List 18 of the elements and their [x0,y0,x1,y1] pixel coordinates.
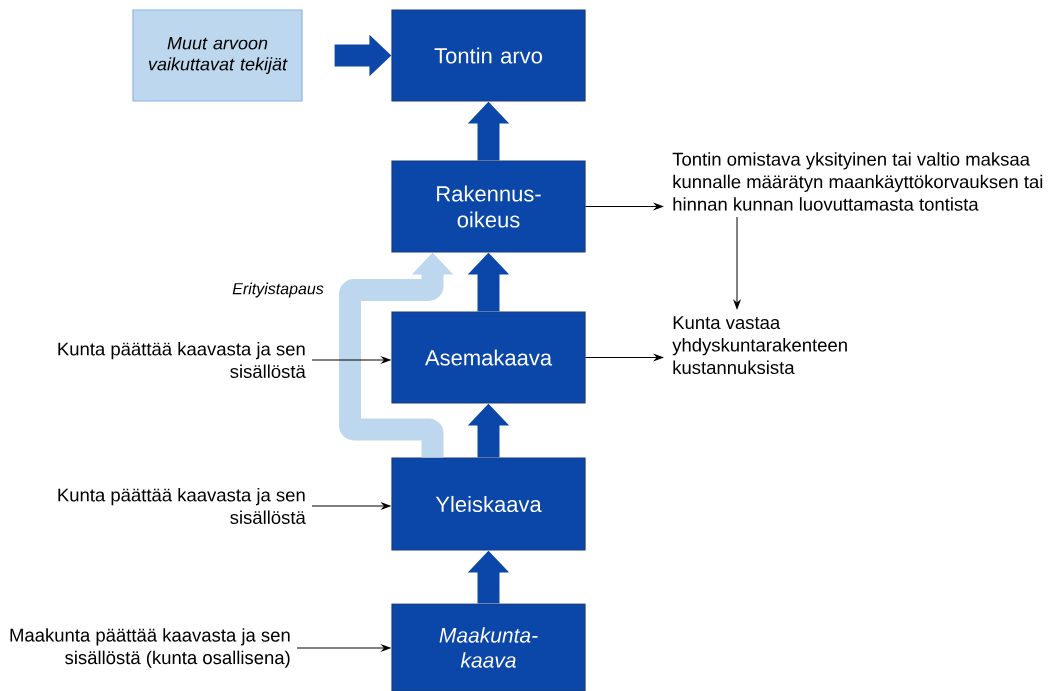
annotation-text: Tontin omistava yksityinen tai valtio maksaa kunnalle määrätyn maankäyttökorvauksen tai hinnan kunnan luovuttamasta tontista [672,152,1043,211]
process-box: Yleiskaava [391,457,586,551]
arrow [733,216,741,310]
process-box: Rakennus- oikeus [391,160,586,253]
arrow [311,356,391,364]
arrow [585,203,664,210]
annotation-text: Kunta päättää kaavasta ja sen sisällöstä [58,341,306,379]
arrow [296,644,391,652]
process-box: Muut arvoon vaikuttavat tekijät [132,9,303,102]
annotation-text: Kunta päättää kaavasta ja sen sisällöstä [58,487,306,525]
annotation-text: Maakunta päättää kaavasta ja sen sisällöstä (kunta osallisena) [10,628,290,668]
annotation-text: Kunta vastaa yhdyskuntarakenteen kustannuksista [672,316,847,375]
edge-label: Erityistapaus [231,281,325,299]
process-box: Asemakaava [391,311,586,404]
process-box: Tontin arvo [391,9,586,102]
arrow [585,354,664,361]
process-box: Maakunta- kaava [391,603,586,691]
arrow [311,502,391,510]
